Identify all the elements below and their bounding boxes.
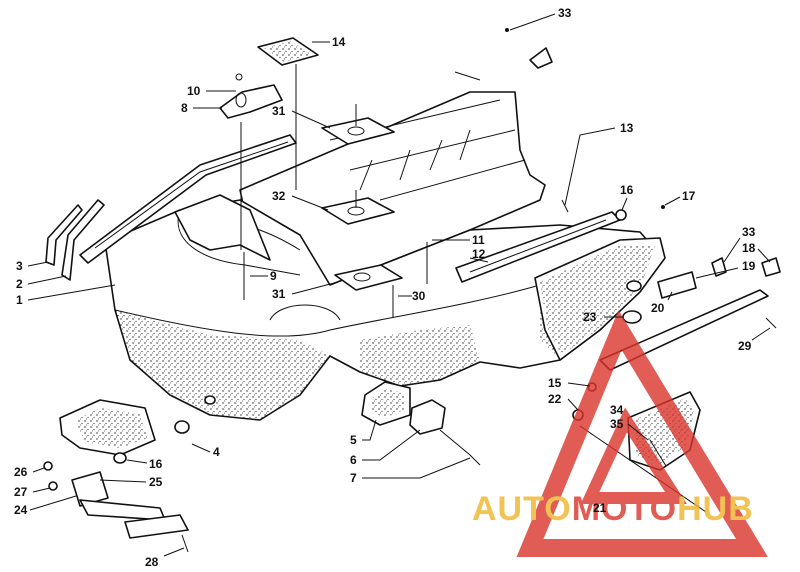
callout-label: 9: [270, 269, 277, 283]
callout-label: 16: [620, 183, 634, 197]
callout-label: 5: [350, 433, 357, 447]
callout-label: 28: [145, 555, 159, 569]
callout-label: 35: [610, 417, 624, 431]
callout-label: 7: [350, 471, 357, 485]
callout-label: 2: [16, 277, 23, 291]
callout-label: 33: [742, 225, 756, 239]
watermark-logo: AUTOMOTOHUB: [472, 310, 768, 557]
callout-label: 16: [149, 457, 163, 471]
callout-label: 14: [332, 35, 346, 49]
watermark-word-hub: HUB: [677, 490, 754, 528]
callout-label: 26: [14, 465, 28, 479]
callout-label: 1: [16, 293, 23, 307]
callout-label: 29: [738, 339, 752, 353]
callout-label: 10: [187, 84, 201, 98]
callout-label: 8: [181, 101, 188, 115]
callout-label: 21: [593, 501, 607, 515]
callout-label: 27: [14, 485, 28, 499]
callout-label: 32: [272, 189, 286, 203]
watermark-word-moto: MOTO: [572, 490, 677, 528]
callout-label: 33: [558, 6, 572, 20]
watermark-text: AUTOMOTOHUB: [472, 490, 754, 528]
callout-label: 18: [742, 241, 756, 255]
callout-label: 15: [548, 376, 562, 390]
callout-label: 6: [350, 453, 357, 467]
callout-label: 17: [682, 189, 696, 203]
callout-label: 30: [412, 289, 426, 303]
callout-label: 23: [583, 310, 597, 324]
callout-label: 19: [742, 259, 756, 273]
callout-label: 24: [14, 503, 28, 517]
callout-label: 34: [610, 403, 624, 417]
callout-label: 3: [16, 259, 23, 273]
watermark-word-auto: AUTO: [472, 490, 572, 528]
callout-label: 11: [472, 233, 485, 247]
callout-label: 12: [472, 247, 486, 261]
callout-label: 31: [272, 287, 286, 301]
small-parts: [174, 28, 781, 513]
belly-pan: [104, 91, 769, 421]
inset-bracket-assembly: [43, 399, 189, 553]
callout-label: 13: [620, 121, 634, 135]
callout-label: 4: [213, 445, 220, 459]
callout-label: 31: [272, 104, 286, 118]
callout-label: 20: [651, 301, 665, 315]
callout-label: 22: [548, 392, 562, 406]
callouts: 1 2 3 4 5 6 7 8 9 10 11 12 13 14 15 16 1…: [14, 6, 771, 569]
watermark-triangle-icon: [516, 310, 768, 557]
callout-label: 25: [149, 475, 163, 489]
mount-plates: [321, 104, 403, 291]
watermark-triangle-inner-icon: [580, 407, 687, 504]
